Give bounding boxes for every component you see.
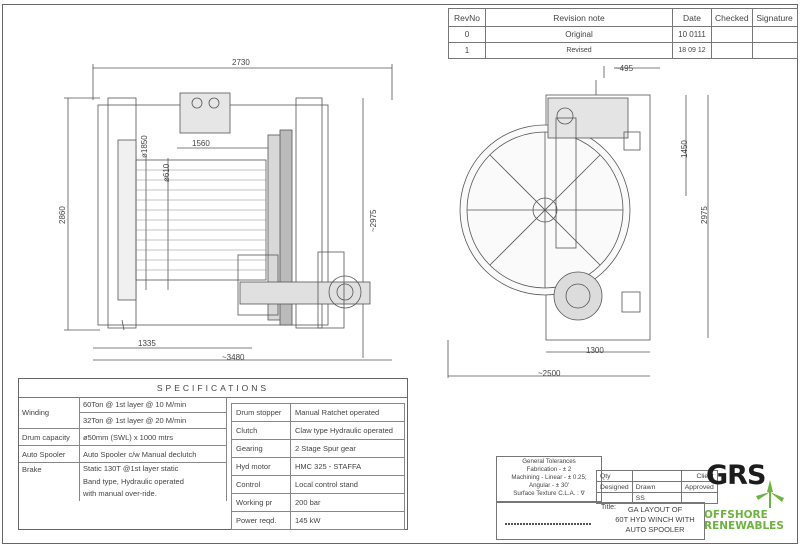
revision-row: 1 Revised 18 09 12	[448, 42, 798, 59]
dim-core-dia: ø610	[162, 163, 171, 182]
spec-label: Brake	[19, 462, 80, 501]
spec-value: Local control stand	[290, 475, 405, 494]
spec-value: Static 130T @1st layer static	[83, 464, 179, 473]
spec-value: ø50mm (SWL) x 1000 mtrs	[79, 428, 227, 446]
dim-front-bottom2: ~3480	[222, 353, 245, 362]
revision-row: 0 Original 10 0111	[448, 26, 798, 43]
grs-logo: GRS	[706, 460, 766, 491]
spec-value: with manual over-ride.	[83, 489, 157, 498]
rev-cell	[751, 42, 798, 59]
spec-value: Auto Spooler c/w Manual declutch	[79, 445, 227, 463]
sheet-border	[2, 4, 798, 544]
title-row: Designed Drawn Approved	[596, 481, 718, 493]
turbine-logo-icon	[756, 480, 784, 508]
ga-drawing	[64, 64, 709, 378]
title-block-grid: Qty Client Designed Drawn Approved SS	[596, 470, 718, 504]
spec-row: 32Ton @ 1st layer @ 20 M/min	[19, 412, 227, 429]
dim-drum-dia: ø1850	[140, 135, 149, 158]
logo-line-offshore: OFFSHORE	[704, 509, 768, 521]
dim-front-overall-height: ~2975	[369, 209, 378, 232]
rev-cell: 18 09 12	[672, 42, 712, 59]
spec-label: Gearing	[231, 439, 291, 458]
drawn-label: Drawn	[631, 481, 682, 493]
tolerance-angular: Angular - ± 30'	[528, 482, 569, 489]
spec-label: Working pr	[231, 493, 291, 512]
spec-row: Drum capacity ø50mm (SWL) x 1000 mtrs	[19, 428, 227, 446]
spec-value: 60Ton @ 1st layer @ 10 M/min	[79, 397, 227, 413]
logo-line-renewables: RENEWABLES	[704, 520, 784, 532]
drawing-title-line: 60T HYD WINCH WITH	[615, 515, 695, 524]
spec-label: Drum stopper	[231, 403, 291, 422]
spec-value: Band type, Hydraulic operated	[83, 476, 184, 486]
side-view	[447, 66, 709, 378]
general-tolerances: General Tolerances Fabrication - ± 2 Mac…	[496, 456, 602, 502]
spec-label: Drum capacity	[19, 428, 80, 446]
dim-side-h1: 1450	[680, 140, 689, 158]
specifications-title: SPECIFICATIONS	[156, 383, 270, 393]
spec-row: Auto Spooler Auto Spooler c/w Manual dec…	[19, 445, 227, 463]
spec-value: HMC 325 - STAFFA	[290, 457, 405, 476]
title-row: Qty Client	[596, 470, 718, 482]
spec-value: Manual Ratchet operated	[290, 403, 405, 422]
spec-value: 145 kW	[290, 511, 405, 530]
offshore-renewables-logo: OFFSHORE RENEWABLES	[704, 510, 784, 532]
dim-side-top: ~495	[615, 64, 634, 73]
drawing-title-line: GA LAYOUT OF	[627, 505, 683, 514]
qty-label: Qty	[596, 470, 633, 482]
revision-header-row: RevNo Revision note Date Checked Signatu…	[448, 8, 798, 27]
dim-side-bottom2: ~2500	[538, 369, 561, 378]
tolerance-fabrication: Fabrication - ± 2	[526, 466, 572, 473]
spec-value: 32Ton @ 1st layer @ 20 M/min	[79, 412, 227, 429]
dim-front-width: 2730	[232, 58, 250, 67]
spec-label: Power reqd.	[231, 511, 291, 530]
dim-front-height: 2860	[58, 206, 67, 224]
tolerance-surface: Surface Texture C.L.A. : ∇	[513, 490, 585, 497]
spec-value: 200 bar	[290, 493, 405, 512]
title-box: Title: GA LAYOUT OF 60T HYD WINCH WITH A…	[496, 502, 705, 540]
dim-front-bottom1: 1335	[138, 339, 156, 348]
tolerance-machining: Machining - Linear - ± 0.25;	[511, 474, 587, 481]
drawing-title-line: AUTO SPOOLER	[625, 525, 685, 534]
specifications-box: SPECIFICATIONS Winding 60Ton @ 1st layer…	[18, 378, 408, 530]
spec-label: Clutch	[231, 421, 291, 440]
title-row: SS	[596, 492, 718, 504]
spec-row: Power reqd.145 kW	[231, 511, 405, 530]
dim-front-inner: 1560	[192, 139, 210, 148]
spec-label: Control	[231, 475, 291, 494]
specifications-left-table: Winding 60Ton @ 1st layer @ 10 M/min 32T…	[19, 397, 227, 501]
dim-side-bottom1: 1300	[586, 346, 604, 355]
spec-label: Hyd motor	[231, 457, 291, 476]
spec-value: Claw type Hydraulic operated	[290, 421, 405, 440]
tolerance-title: General Tolerances	[522, 458, 576, 465]
spec-label: Auto Spooler	[19, 445, 80, 463]
designed-label: Designed	[596, 481, 633, 493]
drawing-number-strip	[505, 523, 591, 525]
drawn-value: SS	[631, 492, 682, 504]
spec-row: Winding 60Ton @ 1st layer @ 10 M/min	[19, 397, 227, 429]
title-label: Title:	[601, 504, 616, 511]
spec-value: 2 Stage Spur gear	[290, 439, 405, 458]
spec-label: Winding	[19, 397, 80, 429]
spec-row: Brake Static 130T @1st layer static Band…	[19, 462, 227, 501]
front-view	[64, 64, 393, 361]
dim-side-h2: 2975	[700, 206, 709, 224]
revision-table: RevNo Revision note Date Checked Signatu…	[448, 8, 798, 59]
